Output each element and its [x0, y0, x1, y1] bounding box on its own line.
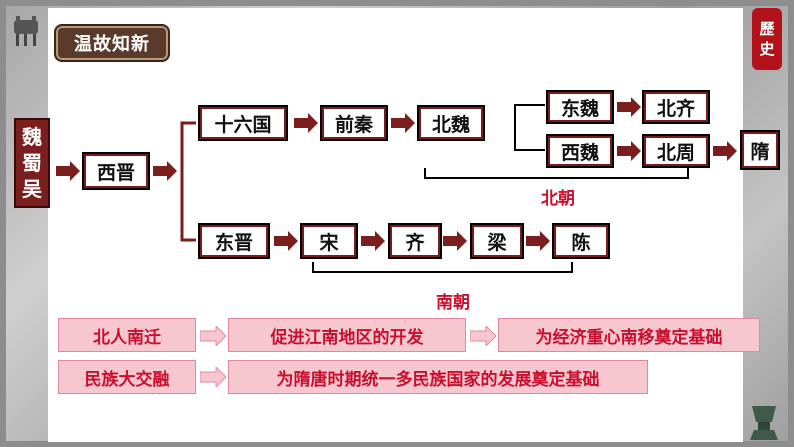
arrow-icon — [153, 161, 177, 181]
node-qianqin: 前秦 — [320, 105, 388, 141]
seal-char: 史 — [759, 40, 775, 58]
arrow-icon — [56, 161, 80, 181]
arrow-icon — [526, 231, 550, 251]
summary-migration: 北人南迁 — [58, 318, 196, 352]
arrow-icon — [391, 113, 415, 133]
node-liang: 梁 — [470, 223, 524, 259]
node-chen: 陈 — [552, 223, 610, 259]
summary-ethnic-fusion: 民族大交融 — [58, 360, 196, 394]
summary-economic-center: 为经济重心南移奠定基础 — [498, 318, 760, 352]
red-seal-icon: 歷 史 — [752, 8, 782, 70]
node-beiqi: 北齐 — [642, 90, 710, 124]
label-beichao: 北朝 — [541, 188, 575, 209]
arrow-icon — [617, 97, 641, 117]
summary-sui-tang: 为隋唐时期统一多民族国家的发展奠定基础 — [228, 360, 648, 394]
page-title: 温故知新 — [54, 24, 170, 62]
arrow-icon — [200, 367, 226, 387]
node-qi: 齐 — [388, 223, 442, 259]
arrow-icon — [470, 326, 496, 346]
node-char: 魏 — [22, 125, 42, 149]
arrow-icon — [713, 141, 737, 161]
node-sui: 隋 — [740, 130, 780, 170]
arrow-icon — [200, 326, 226, 346]
node-dongwei: 东魏 — [546, 90, 614, 124]
arrow-icon — [617, 141, 641, 161]
node-xijin: 西晋 — [82, 152, 150, 190]
node-beizhou: 北周 — [642, 134, 710, 168]
node-xiwei: 西魏 — [546, 134, 614, 168]
node-char: 蜀 — [22, 151, 42, 175]
label-nanchao: 南朝 — [436, 292, 470, 313]
node-shiliuguo: 十六国 — [198, 105, 288, 141]
arrow-icon — [361, 231, 385, 251]
arrow-icon — [443, 231, 467, 251]
summary-jiangnan: 促进江南地区的开发 — [228, 318, 466, 352]
bronze-ding-icon — [14, 16, 38, 46]
arrow-icon — [294, 113, 318, 133]
node-wei-shu-wu: 魏 蜀 吴 — [14, 118, 50, 208]
node-song: 宋 — [300, 223, 358, 259]
seal-char: 歷 — [759, 20, 775, 38]
node-dongjin: 东晋 — [198, 223, 270, 259]
arrow-icon — [274, 231, 298, 251]
bronze-vessel-icon — [750, 406, 778, 440]
node-beiwei: 北魏 — [417, 105, 485, 141]
node-char: 吴 — [22, 177, 42, 201]
